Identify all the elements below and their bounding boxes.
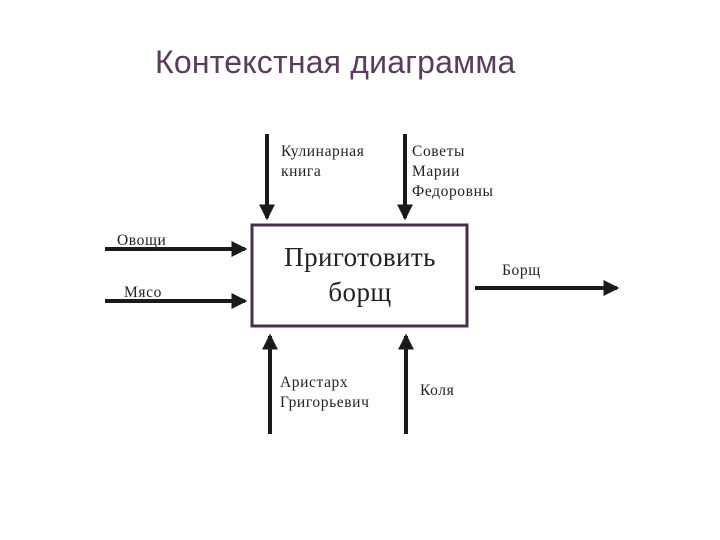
page-title: Контекстная диаграмма	[155, 44, 516, 80]
function-box-label: Приготовить борщ	[284, 242, 436, 307]
control-label-cookbook: Кулинарная книга	[281, 143, 365, 180]
mechanism-label-kolya: Коля	[420, 382, 455, 399]
mechanism-label-aristarkh: Аристарх Григорьевич	[280, 374, 370, 411]
function-box	[250, 223, 469, 328]
input-label-vegetables: Овощи	[117, 232, 167, 249]
input-label-meat: Мясо	[124, 284, 162, 301]
control-label-advice: Советы Марии Федоровны	[412, 143, 494, 200]
output-label-borscht: Борщ	[502, 262, 541, 279]
